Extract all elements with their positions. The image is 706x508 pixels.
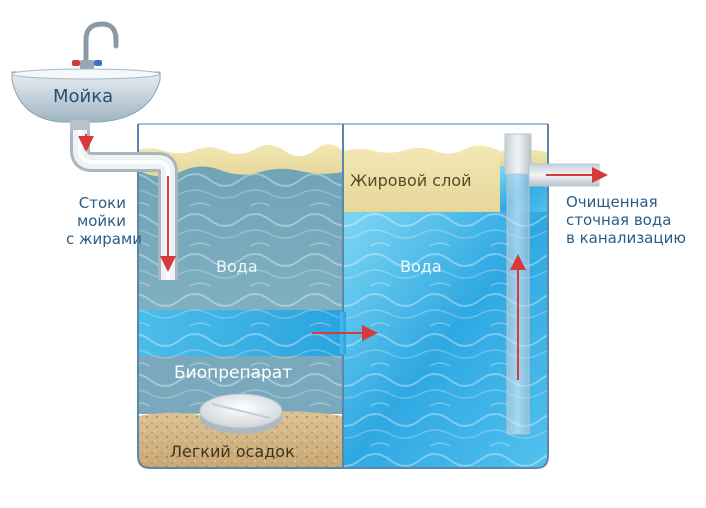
inlet-pipe [70,128,178,280]
bio-label: Биопрепарат [174,363,293,383]
water-right-label: Вода [400,257,442,276]
grease-layer-left [138,144,343,177]
sink-label: Мойка [53,86,114,107]
bio-tablet-icon [199,393,283,434]
grease-layer-right [343,145,500,212]
inflow-label: Стоки мойки с жирами [66,194,143,248]
tank [137,123,549,469]
outflow-label: Очищенная сточная вода в канализацию [566,193,686,247]
water-left-label: Вода [216,257,258,276]
sink [11,21,161,130]
sediment-label: Легкий осадок [170,442,295,461]
faucet-icon [83,21,119,69]
outlet-pipe [504,133,600,435]
flow-arrows [78,134,608,380]
grease-layer-label: Жировой слой [350,171,472,190]
